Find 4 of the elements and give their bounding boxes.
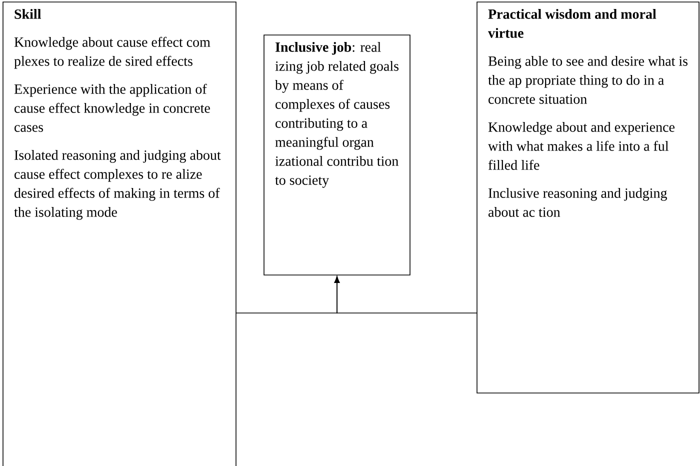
wisdom-box: Practical wisdom and moral virtue Being able to see and desire what is the ap propriate thing to do in a concrete situation Knowledge about and experience with what makes a life into a ful filled life Inclusive reasoning and judging about ac tion (476, 2, 700, 394)
skill-box: Skill Knowledge about cause effect com plexes to realize de sired effects Experience with the application of cause effect knowledge in concrete cases Isolated reasoning and judging about cause effect complexes to re alize desired effects of making in terms of the isolating mode (2, 2, 236, 466)
connector-arrow (334, 276, 478, 314)
job-box: Inclusive job: real izing job related goals by means of complexes of causes contributing to a meaningful organ izational contribu tion to society (264, 34, 410, 276)
